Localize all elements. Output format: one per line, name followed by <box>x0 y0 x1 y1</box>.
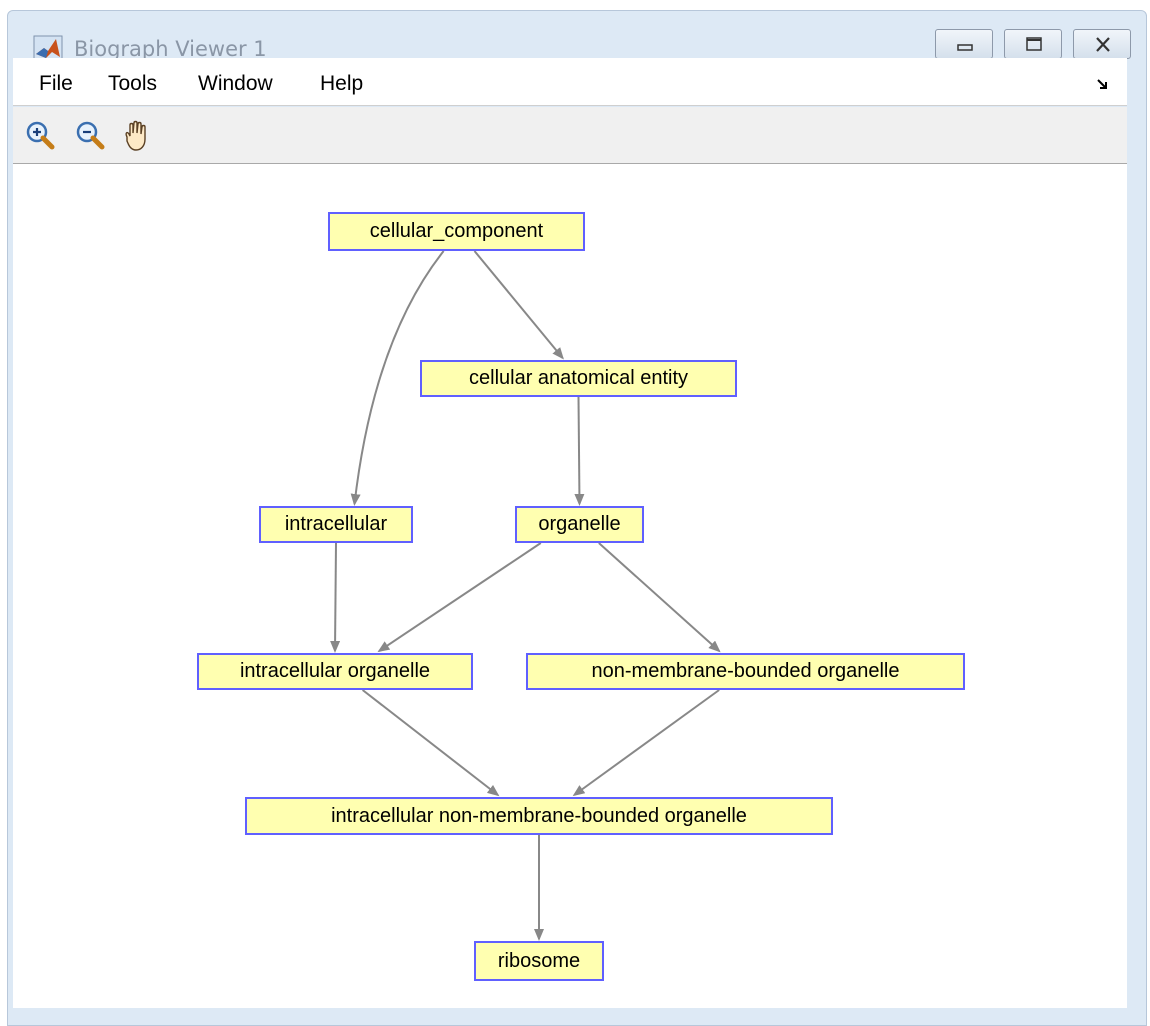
minimize-icon <box>957 44 973 51</box>
matlab-logo-icon <box>33 35 67 65</box>
graph-node[interactable]: organelle <box>515 506 644 543</box>
menu-file[interactable]: File <box>39 72 73 95</box>
graph-node[interactable]: intracellular non-membrane-bounded organ… <box>245 797 833 835</box>
pan-hand-icon[interactable] <box>119 119 153 153</box>
graph-edge <box>330 542 341 653</box>
menu-bar: File Tools Window Help <box>13 58 1127 106</box>
zoom-out-icon[interactable] <box>74 119 108 153</box>
graph-edge <box>473 250 564 360</box>
graph-edge <box>361 689 500 797</box>
menu-window[interactable]: Window <box>198 72 273 95</box>
minimize-button[interactable] <box>935 29 993 59</box>
menu-help[interactable]: Help <box>320 72 364 95</box>
close-button[interactable] <box>1073 29 1131 59</box>
close-icon <box>1096 37 1110 52</box>
graph-edge <box>572 689 720 797</box>
graph-node[interactable]: ribosome <box>474 941 604 981</box>
graph-node[interactable]: intracellular <box>259 506 413 543</box>
graph-edge <box>350 250 445 506</box>
menu-tools[interactable]: Tools <box>108 72 158 95</box>
dock-arrow-icon[interactable] <box>1095 76 1111 92</box>
graph-edge <box>377 542 542 653</box>
graph-node[interactable]: cellular anatomical entity <box>420 360 737 397</box>
graph-edge <box>574 396 585 506</box>
graph-node[interactable]: intracellular organelle <box>197 653 473 690</box>
graph-edges-layer <box>330 250 721 941</box>
graph-node[interactable]: non-membrane-bounded organelle <box>526 653 965 690</box>
graph-edge <box>598 542 721 653</box>
graph-canvas[interactable]: cellular_component cellular anatomical e… <box>13 164 1127 1008</box>
maximize-button[interactable] <box>1004 29 1062 59</box>
window-title: Biograph Viewer 1 <box>74 37 267 61</box>
maximize-icon <box>1026 37 1042 51</box>
toolbar <box>13 107 1127 164</box>
zoom-in-icon[interactable] <box>24 119 58 153</box>
title-bar[interactable]: Biograph Viewer 1 <box>8 11 1146 69</box>
graph-node[interactable]: cellular_component <box>328 212 585 251</box>
